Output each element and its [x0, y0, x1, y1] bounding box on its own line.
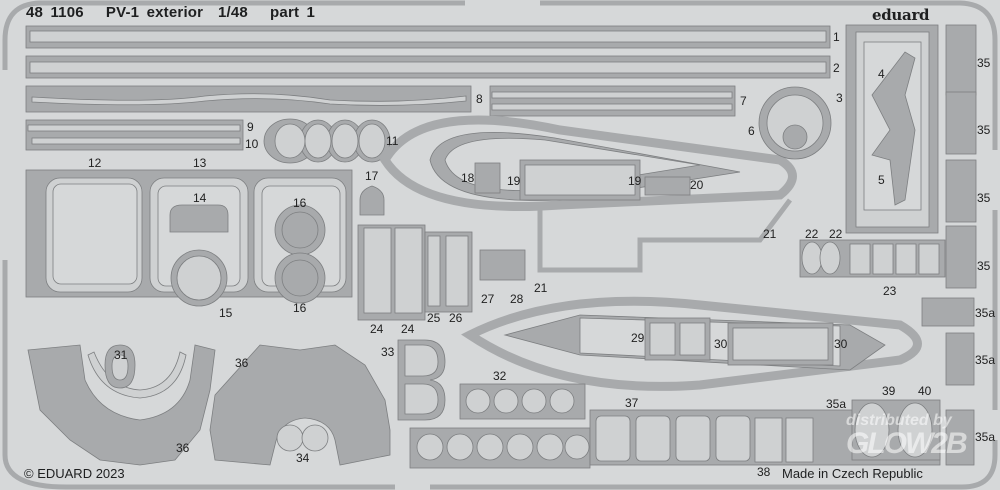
part-8-strip — [25, 85, 472, 113]
part-label: 39 — [882, 384, 896, 398]
part-29-30-airfoil-lower — [461, 296, 922, 391]
part-2-strip — [25, 55, 831, 79]
sheet-title: 48 1106 PV-1 exterior 1/48 part 1 — [26, 4, 316, 21]
part-label: 35 — [977, 259, 991, 273]
part-label: 30 — [834, 337, 848, 351]
watermark-line-1: distributed by — [846, 412, 952, 429]
part-label: 40 — [918, 384, 932, 398]
part-label: 35a — [975, 353, 996, 367]
part-label: 36 — [176, 441, 190, 455]
watermark-line-2: GLOW2B — [846, 427, 968, 460]
part-label: 36 — [235, 356, 249, 370]
part-9-10-strips — [25, 119, 244, 151]
part-12-16-panel — [25, 169, 353, 307]
part-label: 8 — [476, 92, 483, 106]
part-label: 34 — [296, 451, 310, 465]
part-label: 3 — [836, 91, 843, 105]
part-3-4-5-frame — [845, 24, 939, 234]
part-label: 32 — [493, 369, 507, 383]
part-label: 4 — [878, 67, 885, 81]
part-label: 17 — [365, 169, 379, 183]
part-label: 29 — [631, 331, 645, 345]
part-label: 15 — [219, 306, 233, 320]
part-label: 10 — [245, 137, 259, 151]
part-label: 37 — [625, 396, 639, 410]
part-label: 27 — [481, 292, 495, 306]
part-18-21-airfoil-upper — [379, 115, 797, 273]
part-label: 9 — [247, 120, 254, 134]
part-32-discs — [409, 383, 591, 469]
part-11-covers — [263, 118, 391, 164]
part-label: 33 — [381, 345, 395, 359]
part-6-ring — [758, 86, 832, 160]
part-label: 35a — [975, 430, 996, 444]
origin-text: Made in Czech Republic — [782, 466, 923, 481]
part-label: 21 — [534, 281, 548, 295]
part-35-column — [921, 24, 977, 466]
part-31-36-radial-left — [27, 344, 216, 466]
copyright: © EDUARD 2023 — [24, 466, 125, 481]
part-label: 35a — [975, 306, 996, 320]
part-39-40 — [851, 399, 941, 461]
part-label: 26 — [449, 311, 463, 325]
part-label: 35 — [977, 123, 991, 137]
brand-logo: eduard — [872, 6, 930, 24]
part-label: 14 — [193, 191, 207, 205]
part-label: 28 — [510, 292, 524, 306]
part-22-23 — [799, 239, 946, 278]
part-label: 6 — [748, 124, 755, 138]
part-label: 22 — [805, 227, 819, 241]
part-label: 24 — [370, 322, 384, 336]
part-34-36-radial-right — [209, 344, 391, 466]
part-label: 20 — [690, 178, 704, 192]
part-label: 1 — [833, 30, 840, 44]
part-label: 24 — [401, 322, 415, 336]
part-label: 16 — [293, 301, 307, 315]
part-7-strip — [489, 85, 736, 117]
part-label: 25 — [427, 311, 441, 325]
part-label: 12 — [88, 156, 102, 170]
part-label: 31 — [114, 348, 128, 362]
part-label: 23 — [883, 284, 897, 298]
part-label: 35 — [977, 191, 991, 205]
part-label: 11 — [386, 134, 399, 148]
part-label: 13 — [193, 156, 207, 170]
part-label: 16 — [293, 196, 307, 210]
part-label: 19 — [628, 174, 642, 188]
part-1-strip — [25, 25, 831, 49]
part-label: 22 — [829, 227, 843, 241]
part-label: 21 — [763, 227, 777, 241]
part-label: 19 — [507, 174, 521, 188]
part-label: 2 — [833, 61, 840, 75]
part-label: 18 — [461, 171, 475, 185]
part-label: 30 — [714, 337, 728, 351]
part-24-28 — [357, 224, 526, 321]
part-17 — [359, 185, 385, 216]
part-label: 7 — [740, 94, 747, 108]
part-label: 5 — [878, 173, 885, 187]
part-label: 35a — [826, 397, 847, 411]
part-label: 35 — [977, 56, 991, 70]
part-label: 38 — [757, 465, 771, 479]
